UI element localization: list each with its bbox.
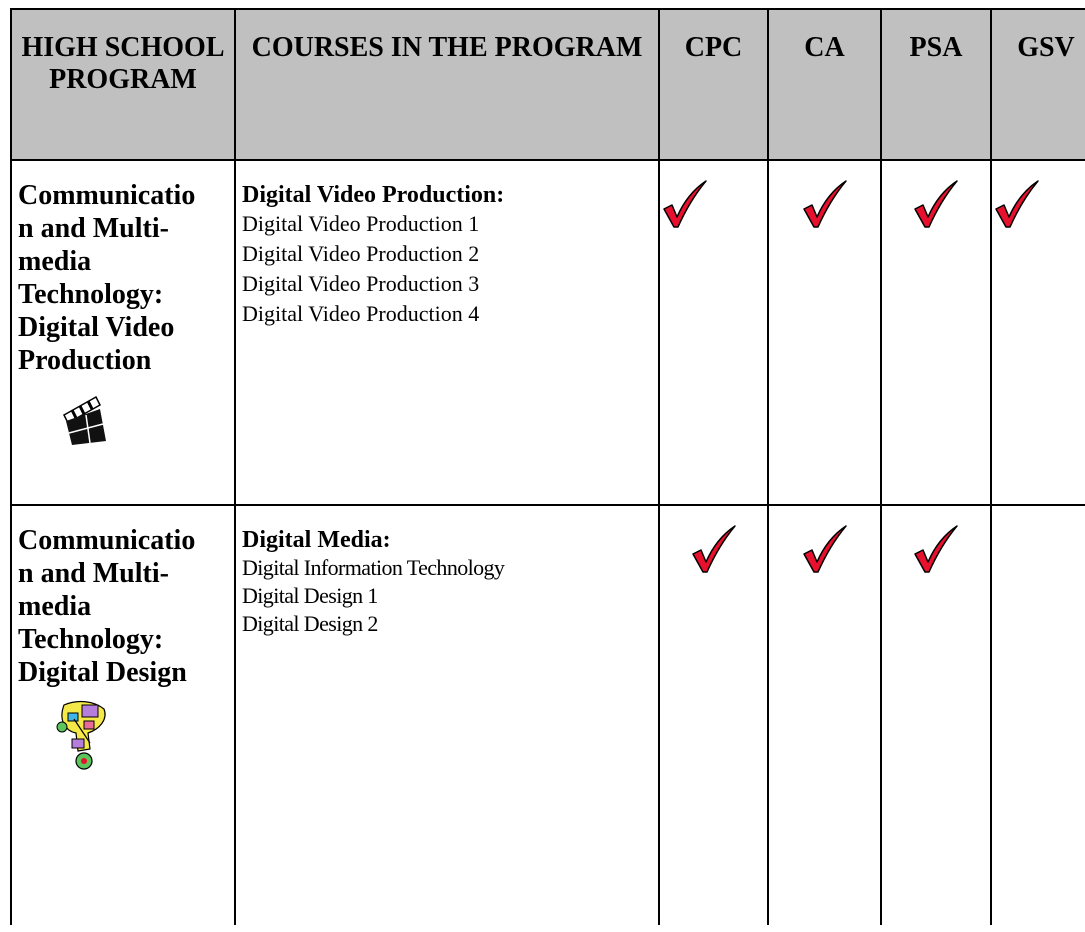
header-psa: PSA: [880, 8, 992, 161]
header-courses: COURSES IN THE PROGRAM: [234, 8, 660, 161]
program-table: HIGH SCHOOL PROGRAM COURSES IN THE PROGR…: [10, 8, 1085, 925]
header-ca: CA: [767, 8, 882, 161]
program-line: n and Multi-: [18, 213, 169, 244]
program-line: Production: [18, 345, 152, 376]
checkmark-icon: [914, 525, 958, 573]
program-line: Digital Video: [18, 312, 175, 343]
program-line: Digital Design: [18, 657, 187, 688]
ca-cell: [767, 159, 882, 506]
course-item: Digital Video Production 1: [242, 211, 480, 236]
table-row: Communicatio n and Multi- media Technolo…: [10, 504, 1085, 925]
table-header-row: HIGH SCHOOL PROGRAM COURSES IN THE PROGR…: [10, 8, 1085, 161]
table-row: Communicatio n and Multi- media Technolo…: [10, 159, 1085, 506]
checkmark-icon: [995, 180, 1039, 228]
course-item: Digital Information Technology: [242, 555, 505, 580]
psa-cell: [880, 159, 992, 506]
course-group-title: Digital Video Production:: [242, 182, 505, 208]
psa-cell: [880, 504, 992, 925]
checkmark-icon: [663, 180, 707, 228]
course-group-title: Digital Media:: [242, 527, 391, 553]
course-item: Digital Design 1: [242, 583, 378, 608]
program-line: Technology:: [18, 279, 164, 310]
courses-cell: Digital Video Production: Digital Video …: [234, 159, 660, 506]
program-cell: Communicatio n and Multi- media Technolo…: [10, 504, 236, 925]
course-item: Digital Design 2: [242, 611, 378, 636]
courses-cell: Digital Media: Digital Information Techn…: [234, 504, 660, 925]
program-line: media: [18, 246, 92, 277]
checkmark-icon: [802, 525, 847, 573]
course-item: Digital Video Production 2: [242, 241, 480, 266]
course-item: Digital Video Production 4: [242, 301, 480, 326]
program-line: Communicatio: [18, 180, 196, 211]
program-cell: Communicatio n and Multi- media Technolo…: [10, 159, 236, 506]
header-gsv: GSV: [990, 8, 1085, 161]
checkmark-icon: [691, 525, 736, 573]
checkmark-icon: [914, 180, 958, 228]
cpc-cell: [658, 504, 769, 925]
checkmark-icon: [802, 180, 847, 228]
cpc-cell: [658, 159, 769, 506]
gsv-cell: [990, 159, 1085, 506]
clapperboard-icon: [63, 395, 106, 445]
graphic-design-clipart-icon: [56, 700, 106, 770]
ca-cell: [767, 504, 882, 925]
header-program: HIGH SCHOOL PROGRAM: [10, 8, 236, 161]
program-line: n and Multi-: [18, 558, 169, 589]
header-cpc: CPC: [658, 8, 769, 161]
program-line: Communicatio: [18, 525, 196, 556]
course-item: Digital Video Production 3: [242, 271, 480, 296]
gsv-cell: [990, 504, 1085, 925]
program-line: media: [18, 591, 92, 622]
program-line: Technology:: [18, 624, 164, 655]
